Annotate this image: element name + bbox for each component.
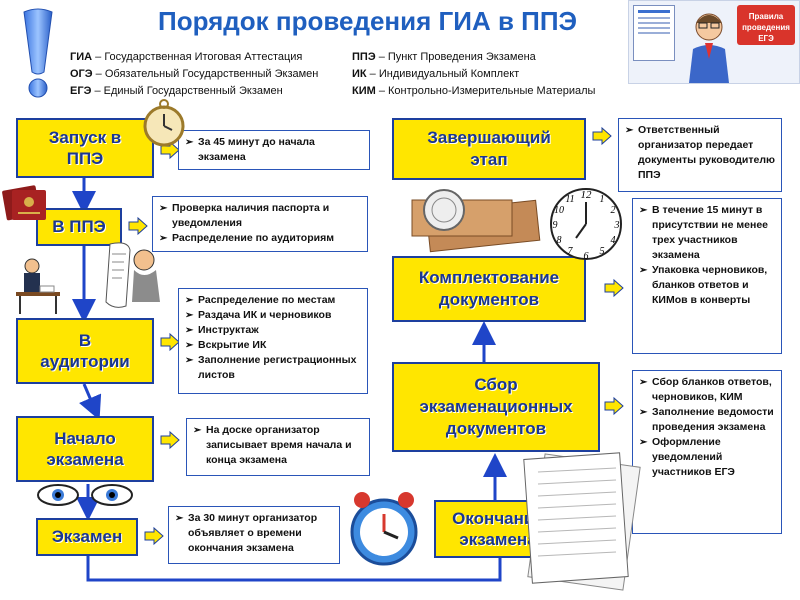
abbr-line: ОГЭ – Обязательный Государственный Экзам… xyxy=(70,68,319,80)
clock-number: 7 xyxy=(568,246,574,257)
clock-number: 6 xyxy=(584,251,589,262)
abbr-line: ИК – Индивидуальный Комплект xyxy=(352,68,520,80)
clock-number: 4 xyxy=(611,235,616,246)
note-exam: За 30 минут организатор объявляет о врем… xyxy=(168,506,340,564)
note-final: Ответственный организатор передает докум… xyxy=(618,118,782,192)
arrow-right-icon xyxy=(160,430,180,450)
arrow-right-icon xyxy=(592,126,612,146)
reading-man-icon xyxy=(105,242,160,308)
arrow-right-icon xyxy=(160,332,180,352)
sealed-packages-icon xyxy=(411,189,541,253)
note-item: Заполнение регистрационных листов xyxy=(185,353,361,383)
clock-number: 8 xyxy=(557,235,562,246)
note-item: Ответственный организатор передает докум… xyxy=(625,123,775,183)
arrow-right-icon xyxy=(604,396,624,416)
passport-icon xyxy=(2,185,46,221)
arrow-right-icon xyxy=(144,526,164,546)
wall-clock-icon: 12 1 2 3 4 5 6 7 8 9 10 11 xyxy=(550,188,622,262)
note-collecting: Сбор бланков ответов, черновиков, КИМ За… xyxy=(632,370,782,534)
abbr-line: ЕГЭ – Единый Государственный Экзамен xyxy=(70,85,283,97)
note-item: На доске организатор записывает время на… xyxy=(193,423,363,468)
pocket-watch-icon xyxy=(143,99,185,147)
note-item: За 30 минут организатор объявляет о врем… xyxy=(175,511,333,556)
arrow-right-icon xyxy=(604,278,624,298)
abbr-line: ГИА – Государственная Итоговая Аттестаци… xyxy=(70,51,303,63)
step-exam-start: Начало экзамена xyxy=(16,416,154,482)
abbr-line: ППЭ – Пункт Проведения Экзамена xyxy=(352,51,536,63)
eyes-icon xyxy=(37,484,133,506)
note-item: Заполнение ведомости проведения экзамена xyxy=(639,405,775,435)
clock-number: 1 xyxy=(600,194,605,205)
note-in-ppe: Проверка наличия паспорта и уведомления … xyxy=(152,196,368,252)
step-in-ppe: В ППЭ xyxy=(36,208,122,246)
step-in-classroom: В аудитории xyxy=(16,318,154,384)
note-item: Сбор бланков ответов, черновиков, КИМ xyxy=(639,375,775,405)
step-assembling-documents: Комплектование документов xyxy=(392,256,586,322)
alarm-clock-icon xyxy=(350,492,418,566)
note-exam-start: На доске организатор записывает время на… xyxy=(186,418,370,476)
note-item: Распределение по местам xyxy=(185,293,361,308)
clock-number: 10 xyxy=(554,205,564,216)
abbreviations-left: ГИА – Государственная Итоговая Аттестаци… xyxy=(70,49,318,100)
note-assembling: В течение 15 минут в присутствии не мене… xyxy=(632,198,782,354)
step-launch: Запуск в ППЭ xyxy=(16,118,154,178)
note-item: Инструктаж xyxy=(185,323,361,338)
student-icon xyxy=(16,258,60,314)
note-launch: За 45 минут до начала экзамена xyxy=(178,130,370,170)
corner-illustration: Правила проведения ЕГЭ xyxy=(628,0,800,84)
clock-number: 11 xyxy=(565,194,574,205)
abbr-line: КИМ – Контрольно-Измерительные Материалы xyxy=(352,85,596,97)
step-collecting-documents: Сбор экзаменационных документов xyxy=(392,362,600,452)
note-item: Вскрытие ИК xyxy=(185,338,361,353)
note-item: В течение 15 минут в присутствии не мене… xyxy=(639,203,775,263)
note-item: Раздача ИК и черновиков xyxy=(185,308,361,323)
rules-card: Правила проведения ЕГЭ xyxy=(737,5,795,45)
abbreviations-right: ППЭ – Пункт Проведения Экзамена ИК – Инд… xyxy=(352,49,595,100)
document-icon xyxy=(633,5,675,61)
note-item: Оформление уведомлений участников ЕГЭ xyxy=(639,435,775,480)
step-exam: Экзамен xyxy=(36,518,138,556)
note-item: Распределение по аудиториям xyxy=(159,231,361,246)
clock-number: 3 xyxy=(614,220,620,231)
teacher-icon xyxy=(689,13,729,83)
clock-number: 2 xyxy=(611,205,616,216)
page-title: Порядок проведения ГИА в ППЭ xyxy=(158,6,578,36)
clock-number: 12 xyxy=(581,189,593,201)
note-in-classroom: Распределение по местам Раздача ИК и чер… xyxy=(178,288,368,394)
exclamation-icon xyxy=(23,8,53,98)
clock-number: 5 xyxy=(600,246,605,257)
clock-number: 9 xyxy=(553,220,558,231)
arrow-right-icon xyxy=(128,216,148,236)
note-item: За 45 минут до начала экзамена xyxy=(185,135,363,165)
note-item: Проверка наличия паспорта и уведомления xyxy=(159,201,361,231)
note-item: Упаковка черновиков, бланков ответов и К… xyxy=(639,263,775,308)
answer-sheets-icon xyxy=(523,452,641,591)
step-final: Завершающий этап xyxy=(392,118,586,180)
